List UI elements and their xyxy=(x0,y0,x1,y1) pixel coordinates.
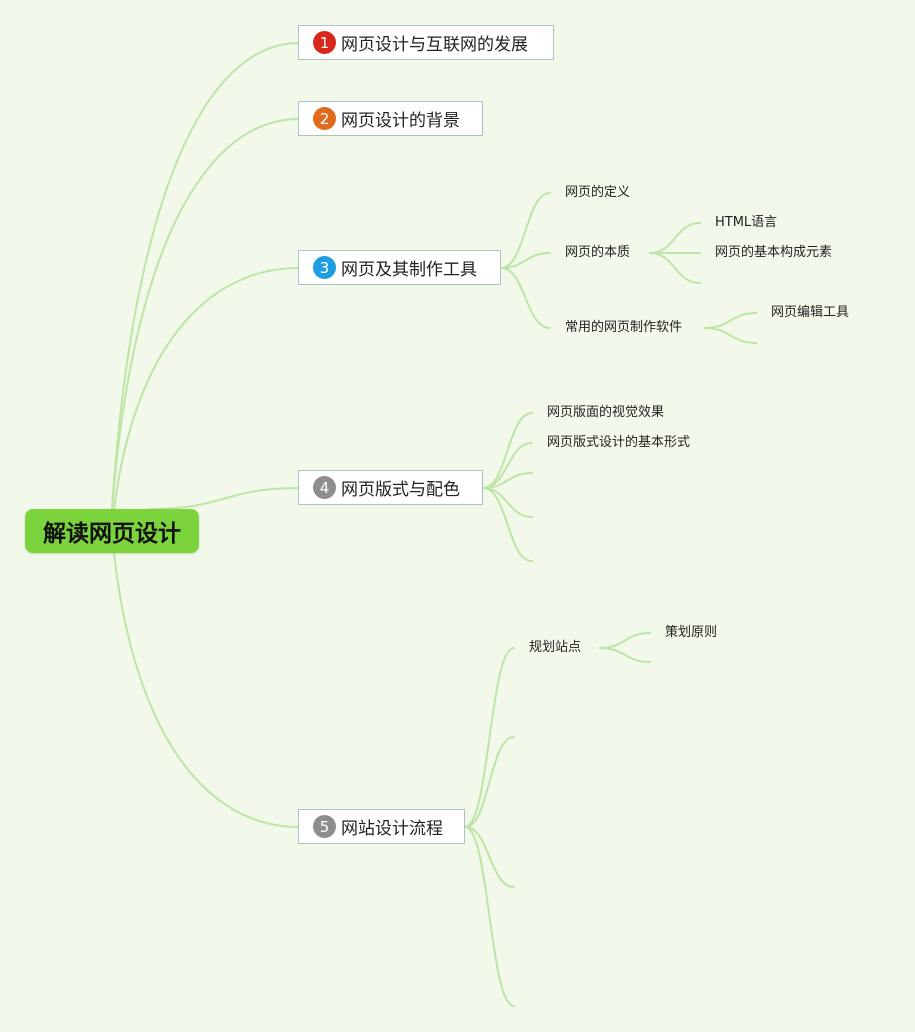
subtopic-visual-effect[interactable]: 网页版面的视觉效果 xyxy=(547,405,665,420)
subtopic-plan-site[interactable]: 规划站点 xyxy=(529,640,582,655)
topic-2[interactable]: 2 网页设计的背景 xyxy=(298,101,483,136)
link-software-empty xyxy=(704,327,757,344)
topic-4[interactable]: 4 网页版式与配色 xyxy=(298,470,483,505)
subtopic-webpage-essence[interactable]: 网页的本质 xyxy=(565,245,631,260)
link-root-topic-5 xyxy=(113,552,300,828)
number-badge-1: 1 xyxy=(313,31,336,54)
link-topic5-empty-2 xyxy=(464,826,515,888)
subtopic-html-language[interactable]: HTML语言 xyxy=(715,215,778,230)
link-root-topic-1 xyxy=(111,42,300,510)
topic-2-label: 网页设计的背景 xyxy=(341,111,460,131)
link-essence-empty xyxy=(649,252,701,284)
link-root-topic-4 xyxy=(149,487,300,510)
subtopic-basic-forms[interactable]: 网页版式设计的基本形式 xyxy=(547,435,691,450)
subtopic-planning-principles[interactable]: 策划原则 xyxy=(665,625,718,640)
topic-5-label: 网站设计流程 xyxy=(341,819,443,839)
root-label: 解读网页设计 xyxy=(43,521,181,547)
number-badge-3: 3 xyxy=(313,256,336,279)
topic-1[interactable]: 1 网页设计与互联网的发展 xyxy=(298,25,554,60)
link-topic3-software xyxy=(500,267,551,329)
number-badge-5: 5 xyxy=(313,815,336,838)
link-topic5-empty-3 xyxy=(464,826,515,1007)
link-plan-principles xyxy=(599,632,651,649)
subtopic-common-software[interactable]: 常用的网页制作软件 xyxy=(565,320,683,335)
topic-1-label: 网页设计与互联网的发展 xyxy=(341,35,528,55)
link-topic4-visual xyxy=(482,412,533,489)
root-node[interactable]: 解读网页设计 xyxy=(25,509,199,553)
link-plan-empty xyxy=(599,647,651,663)
link-software-tools xyxy=(704,312,757,329)
link-root-topic-2 xyxy=(111,118,300,510)
link-topic5-plan xyxy=(464,647,515,828)
topic-5[interactable]: 5 网站设计流程 xyxy=(298,809,465,844)
link-topic3-essence xyxy=(500,252,551,269)
link-essence-html xyxy=(649,222,701,254)
link-topic5-empty-1 xyxy=(464,736,515,828)
topic-3-label: 网页及其制作工具 xyxy=(341,260,477,280)
link-topic4-empty-2 xyxy=(482,487,533,518)
subtopic-editing-tools[interactable]: 网页编辑工具 xyxy=(771,305,850,320)
link-root-topic-3 xyxy=(113,267,300,510)
number-badge-4: 4 xyxy=(313,476,336,499)
topic-4-label: 网页版式与配色 xyxy=(341,480,460,500)
link-topic3-definition xyxy=(500,192,551,269)
link-topic4-empty-3 xyxy=(482,487,533,562)
subtopic-basic-elements[interactable]: 网页的基本构成元素 xyxy=(715,245,833,260)
number-badge-2: 2 xyxy=(313,107,336,130)
subtopic-webpage-definition[interactable]: 网页的定义 xyxy=(565,185,631,200)
topic-3[interactable]: 3 网页及其制作工具 xyxy=(298,250,501,285)
